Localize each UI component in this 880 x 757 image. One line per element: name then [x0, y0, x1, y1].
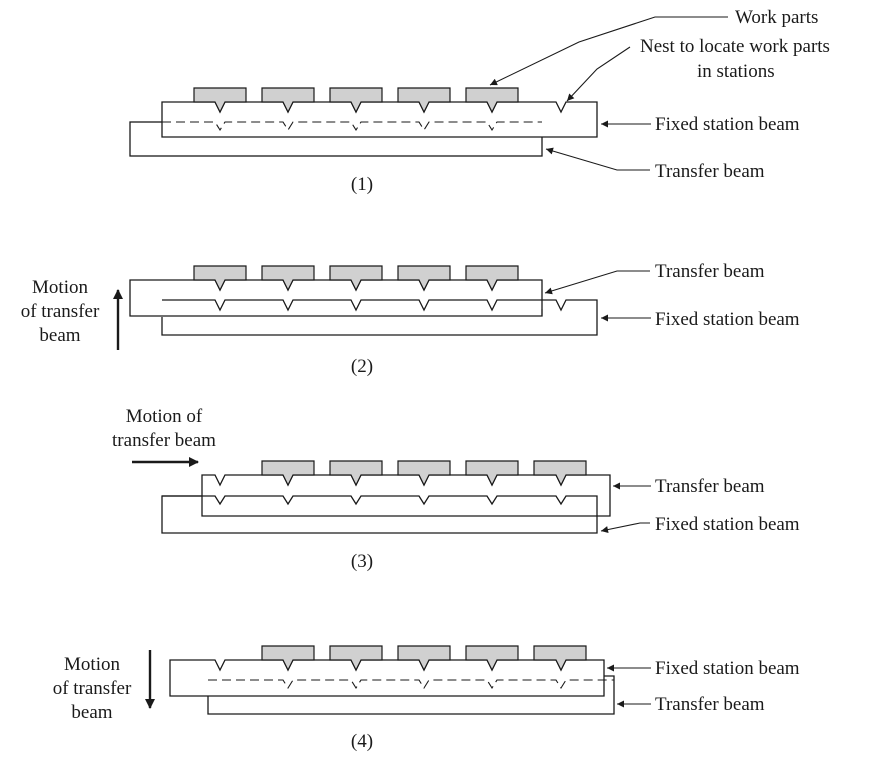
work-part — [397, 645, 451, 672]
step-caption: (1) — [351, 174, 373, 195]
transfer-beam-label: Transfer beam — [655, 161, 765, 182]
transfer-beam-outline — [207, 675, 615, 715]
work-parts-row — [193, 87, 519, 114]
motion-label-line3: beam — [71, 702, 112, 723]
work-part — [465, 265, 519, 292]
fixed-station-beam — [161, 101, 598, 138]
work-parts-leader — [489, 16, 728, 86]
fixed-station-beam-label: Fixed station beam — [655, 114, 800, 135]
transfer-beam-hidden-edge — [208, 679, 614, 690]
transfer-beam-hidden-edge — [162, 121, 542, 132]
work-parts-row — [261, 460, 587, 487]
fixed-station-beam-label: Fixed station beam — [655, 658, 800, 679]
motion-label-line2: transfer beam — [112, 430, 216, 451]
work-part — [397, 265, 451, 292]
work-part — [533, 460, 587, 487]
work-part — [329, 460, 383, 487]
work-part — [465, 645, 519, 672]
work-part — [397, 460, 451, 487]
step-2: Motion of transfer beam Transfer beam Fi… — [21, 261, 800, 377]
transfer-beam — [129, 279, 543, 317]
fixed-station-beam-leader — [600, 522, 650, 534]
transfer-beam-leader — [545, 147, 650, 171]
work-parts-label: Work parts — [735, 7, 818, 28]
work-part — [329, 645, 383, 672]
work-part — [261, 265, 315, 292]
nest-label: Nest to locate work parts — [640, 36, 830, 57]
motion-label-line3: beam — [39, 325, 80, 346]
work-part — [261, 460, 315, 487]
transfer-beam-label: Transfer beam — [655, 261, 765, 282]
transfer-beam-label: Transfer beam — [655, 694, 765, 715]
work-parts-row — [261, 645, 587, 672]
nest-leader — [566, 46, 631, 102]
motion-label-line1: Motion — [64, 654, 120, 675]
fixed-station-beam-label: Fixed station beam — [655, 514, 800, 535]
work-part — [533, 645, 587, 672]
work-part — [261, 645, 315, 672]
motion-label-line2: of transfer — [21, 301, 100, 322]
fixed-station-beam — [161, 299, 598, 336]
motion-label-line1: Motion of — [126, 406, 203, 427]
work-part — [193, 265, 247, 292]
work-part — [261, 87, 315, 114]
transfer-beam-label: Transfer beam — [655, 476, 765, 497]
step-1: Work parts Nest to locate work parts in … — [129, 7, 830, 195]
fixed-station-beam-label: Fixed station beam — [655, 309, 800, 330]
motion-label-line2: of transfer — [53, 678, 132, 699]
work-parts-row — [193, 265, 519, 292]
work-part — [465, 87, 519, 114]
work-part — [329, 87, 383, 114]
transfer-beam-hidden-edge — [162, 304, 543, 317]
work-part — [193, 87, 247, 114]
fixed-station-beam-nest-edge — [162, 299, 542, 312]
work-part — [397, 87, 451, 114]
step-caption: (4) — [351, 731, 373, 752]
step-caption: (3) — [351, 551, 373, 572]
step-caption: (2) — [351, 356, 373, 377]
fixed-station-beam-nest-edge — [162, 495, 598, 516]
work-part — [465, 460, 519, 487]
step-4: Motion of transfer beam Fixed station be… — [53, 645, 800, 752]
fixed-station-beam — [169, 659, 605, 697]
transfer-beam-leader — [544, 270, 650, 295]
step-3: Motion of transfer beam Transfer beam Fi… — [112, 406, 800, 572]
nest-label-line2: in stations — [697, 61, 775, 82]
motion-label-line1: Motion — [32, 277, 88, 298]
work-part — [329, 265, 383, 292]
